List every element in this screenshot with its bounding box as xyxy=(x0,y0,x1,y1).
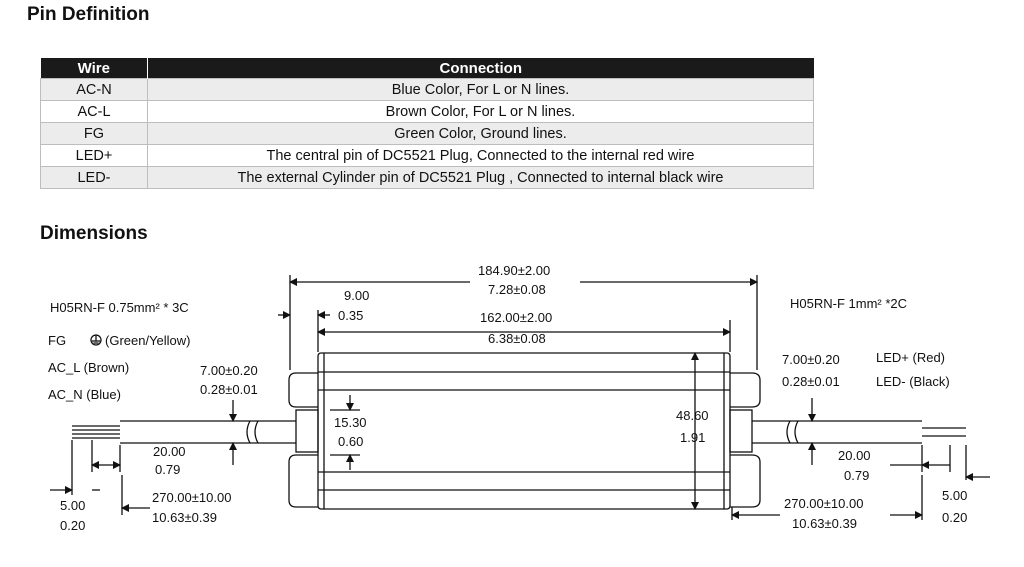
right-strip-mm: 20.00 xyxy=(838,448,871,463)
connection-cell: The external Cylinder pin of DC5521 Plug… xyxy=(147,166,814,189)
right-mount-ear-top xyxy=(730,372,761,408)
fg-note: (Green/Yellow) xyxy=(105,333,191,348)
offset-mm: 9.00 xyxy=(344,288,369,303)
right-mount-ear-bottom xyxy=(730,454,761,508)
connection-cell: Green Color, Ground lines. xyxy=(147,122,814,145)
height-in: 1.91 xyxy=(680,430,705,445)
right-tip-in: 0.20 xyxy=(942,510,967,525)
overall-length-mm: 184.90±2.00 xyxy=(478,263,550,278)
connection-cell: The central pin of DC5521 Plug, Connecte… xyxy=(147,144,814,167)
left-cable-length-in: 10.63±0.39 xyxy=(152,510,217,525)
table-row: AC-L Brown Color, For L or N lines. xyxy=(40,100,814,123)
right-strip-in: 0.79 xyxy=(844,468,869,483)
dimensions-title: Dimensions xyxy=(40,223,148,244)
right-cable-length-mm: 270.00±10.00 xyxy=(784,496,863,511)
left-cable-dia-mm: 7.00±0.20 xyxy=(200,363,258,378)
table-row: LED- The external Cylinder pin of DC5521… xyxy=(40,166,814,189)
mount-spacing-in: 0.60 xyxy=(338,434,363,449)
left-strip-in: 0.79 xyxy=(155,462,180,477)
dimension-drawing: H05RN-F 0.75mm² * 3C FG (Green/Yellow) A… xyxy=(48,263,990,533)
left-tip-in: 0.20 xyxy=(60,518,85,533)
table-row: LED+ The central pin of DC5521 Plug, Con… xyxy=(40,144,814,167)
body-length-in: 6.38±0.08 xyxy=(488,331,546,346)
table-header-row: Wire Connection xyxy=(40,58,814,79)
wire-cell: LED+ xyxy=(40,144,148,167)
right-cable-dia-in: 0.28±0.01 xyxy=(782,374,840,389)
mount-spacing-mm: 15.30 xyxy=(334,415,367,430)
header-connection: Connection xyxy=(147,58,814,79)
connection-cell: Brown Color, For L or N lines. xyxy=(147,100,814,123)
left-tip-mm: 5.00 xyxy=(60,498,85,513)
wire-cell: FG xyxy=(40,122,148,145)
ac-n-label: AC_N (Blue) xyxy=(48,387,121,402)
pin-definition-title: Pin Definition xyxy=(27,4,150,25)
right-cable-break xyxy=(786,420,799,444)
led-minus-label: LED- (Black) xyxy=(876,374,950,389)
left-cable-label: H05RN-F 0.75mm² * 3C xyxy=(50,300,189,315)
left-cable-break xyxy=(246,420,259,444)
wire-cell: AC-L xyxy=(40,100,148,123)
connection-cell: Blue Color, For L or N lines. xyxy=(147,78,814,101)
right-cable-length-in: 10.63±0.39 xyxy=(792,516,857,531)
ac-l-label: AC_L (Brown) xyxy=(48,360,129,375)
table-row: AC-N Blue Color, For L or N lines. xyxy=(40,78,814,101)
offset-in: 0.35 xyxy=(338,308,363,323)
header-wire: Wire xyxy=(40,58,148,79)
overall-length-in: 7.28±0.08 xyxy=(488,282,546,297)
table-row: FG Green Color, Ground lines. xyxy=(40,122,814,145)
left-strip-mm: 20.00 xyxy=(153,444,186,459)
wire-cell: LED- xyxy=(40,166,148,189)
right-cable-dia-mm: 7.00±0.20 xyxy=(782,352,840,367)
left-cable-gland xyxy=(295,409,319,453)
left-cable-dia-in: 0.28±0.01 xyxy=(200,382,258,397)
led-plus-label: LED+ (Red) xyxy=(876,350,945,365)
left-cable-length-mm: 270.00±10.00 xyxy=(152,490,231,505)
right-cable-gland xyxy=(729,409,753,453)
fg-label: FG xyxy=(48,333,66,348)
right-tip-mm: 5.00 xyxy=(942,488,967,503)
body-length-mm: 162.00±2.00 xyxy=(480,310,552,325)
height-mm: 48.60 xyxy=(676,408,709,423)
pin-definition-table: Wire Connection AC-N Blue Color, For L o… xyxy=(40,58,814,189)
wire-cell: AC-N xyxy=(40,78,148,101)
housing-body xyxy=(317,352,731,510)
left-mount-ear-top xyxy=(288,372,318,408)
left-mount-ear-bottom xyxy=(288,454,318,508)
right-cable-label: H05RN-F 1mm² *2C xyxy=(790,296,907,311)
